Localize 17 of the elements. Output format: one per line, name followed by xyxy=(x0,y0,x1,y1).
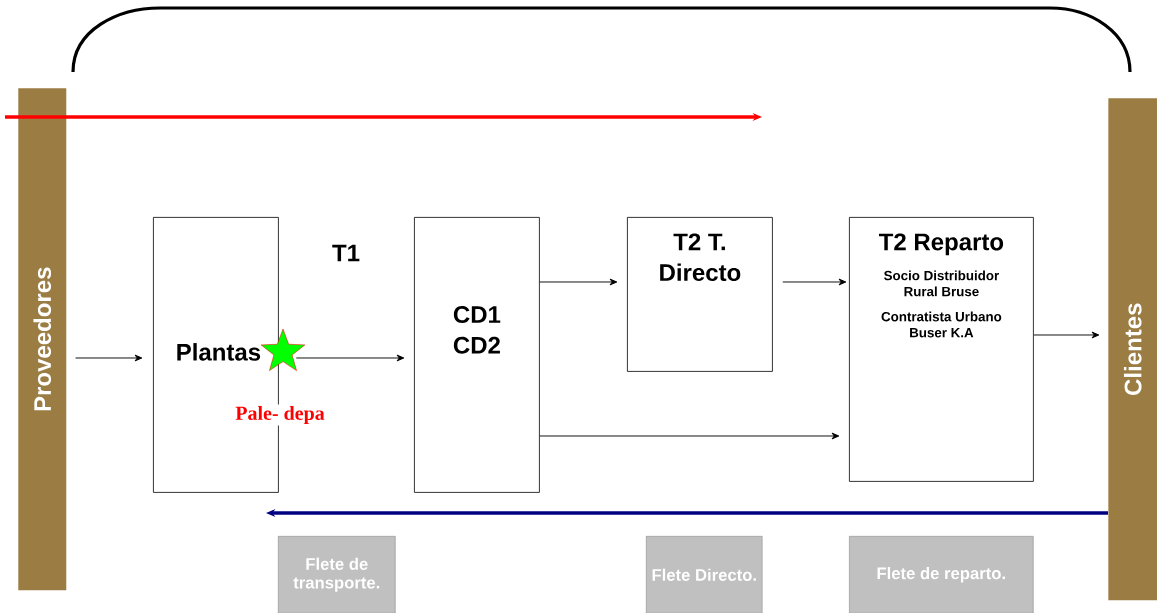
process-box: T2 T. Directo xyxy=(627,217,773,372)
arrow xyxy=(782,278,847,286)
arrow xyxy=(539,278,618,286)
marker-label: Pale- depa xyxy=(233,404,327,426)
arrow xyxy=(295,354,405,362)
arrow xyxy=(75,354,143,362)
side-bar: Proveedores xyxy=(18,88,67,591)
star-marker xyxy=(260,328,306,371)
stage-label: T1 xyxy=(330,243,362,263)
process-box: T2 Reparto Socio Distribuidor Rural Bruse Contratista Urbano Buser K.A xyxy=(849,217,1034,482)
side-bar: Clientes xyxy=(1108,98,1157,601)
process-box: CD1 CD2 xyxy=(414,217,540,493)
cost-box: Flete de reparto. xyxy=(849,536,1034,613)
cost-box: Flete de transporte. xyxy=(278,536,396,613)
arrow xyxy=(1033,331,1100,339)
cost-box: Flete Directo. xyxy=(646,536,763,613)
arrow xyxy=(539,432,840,440)
